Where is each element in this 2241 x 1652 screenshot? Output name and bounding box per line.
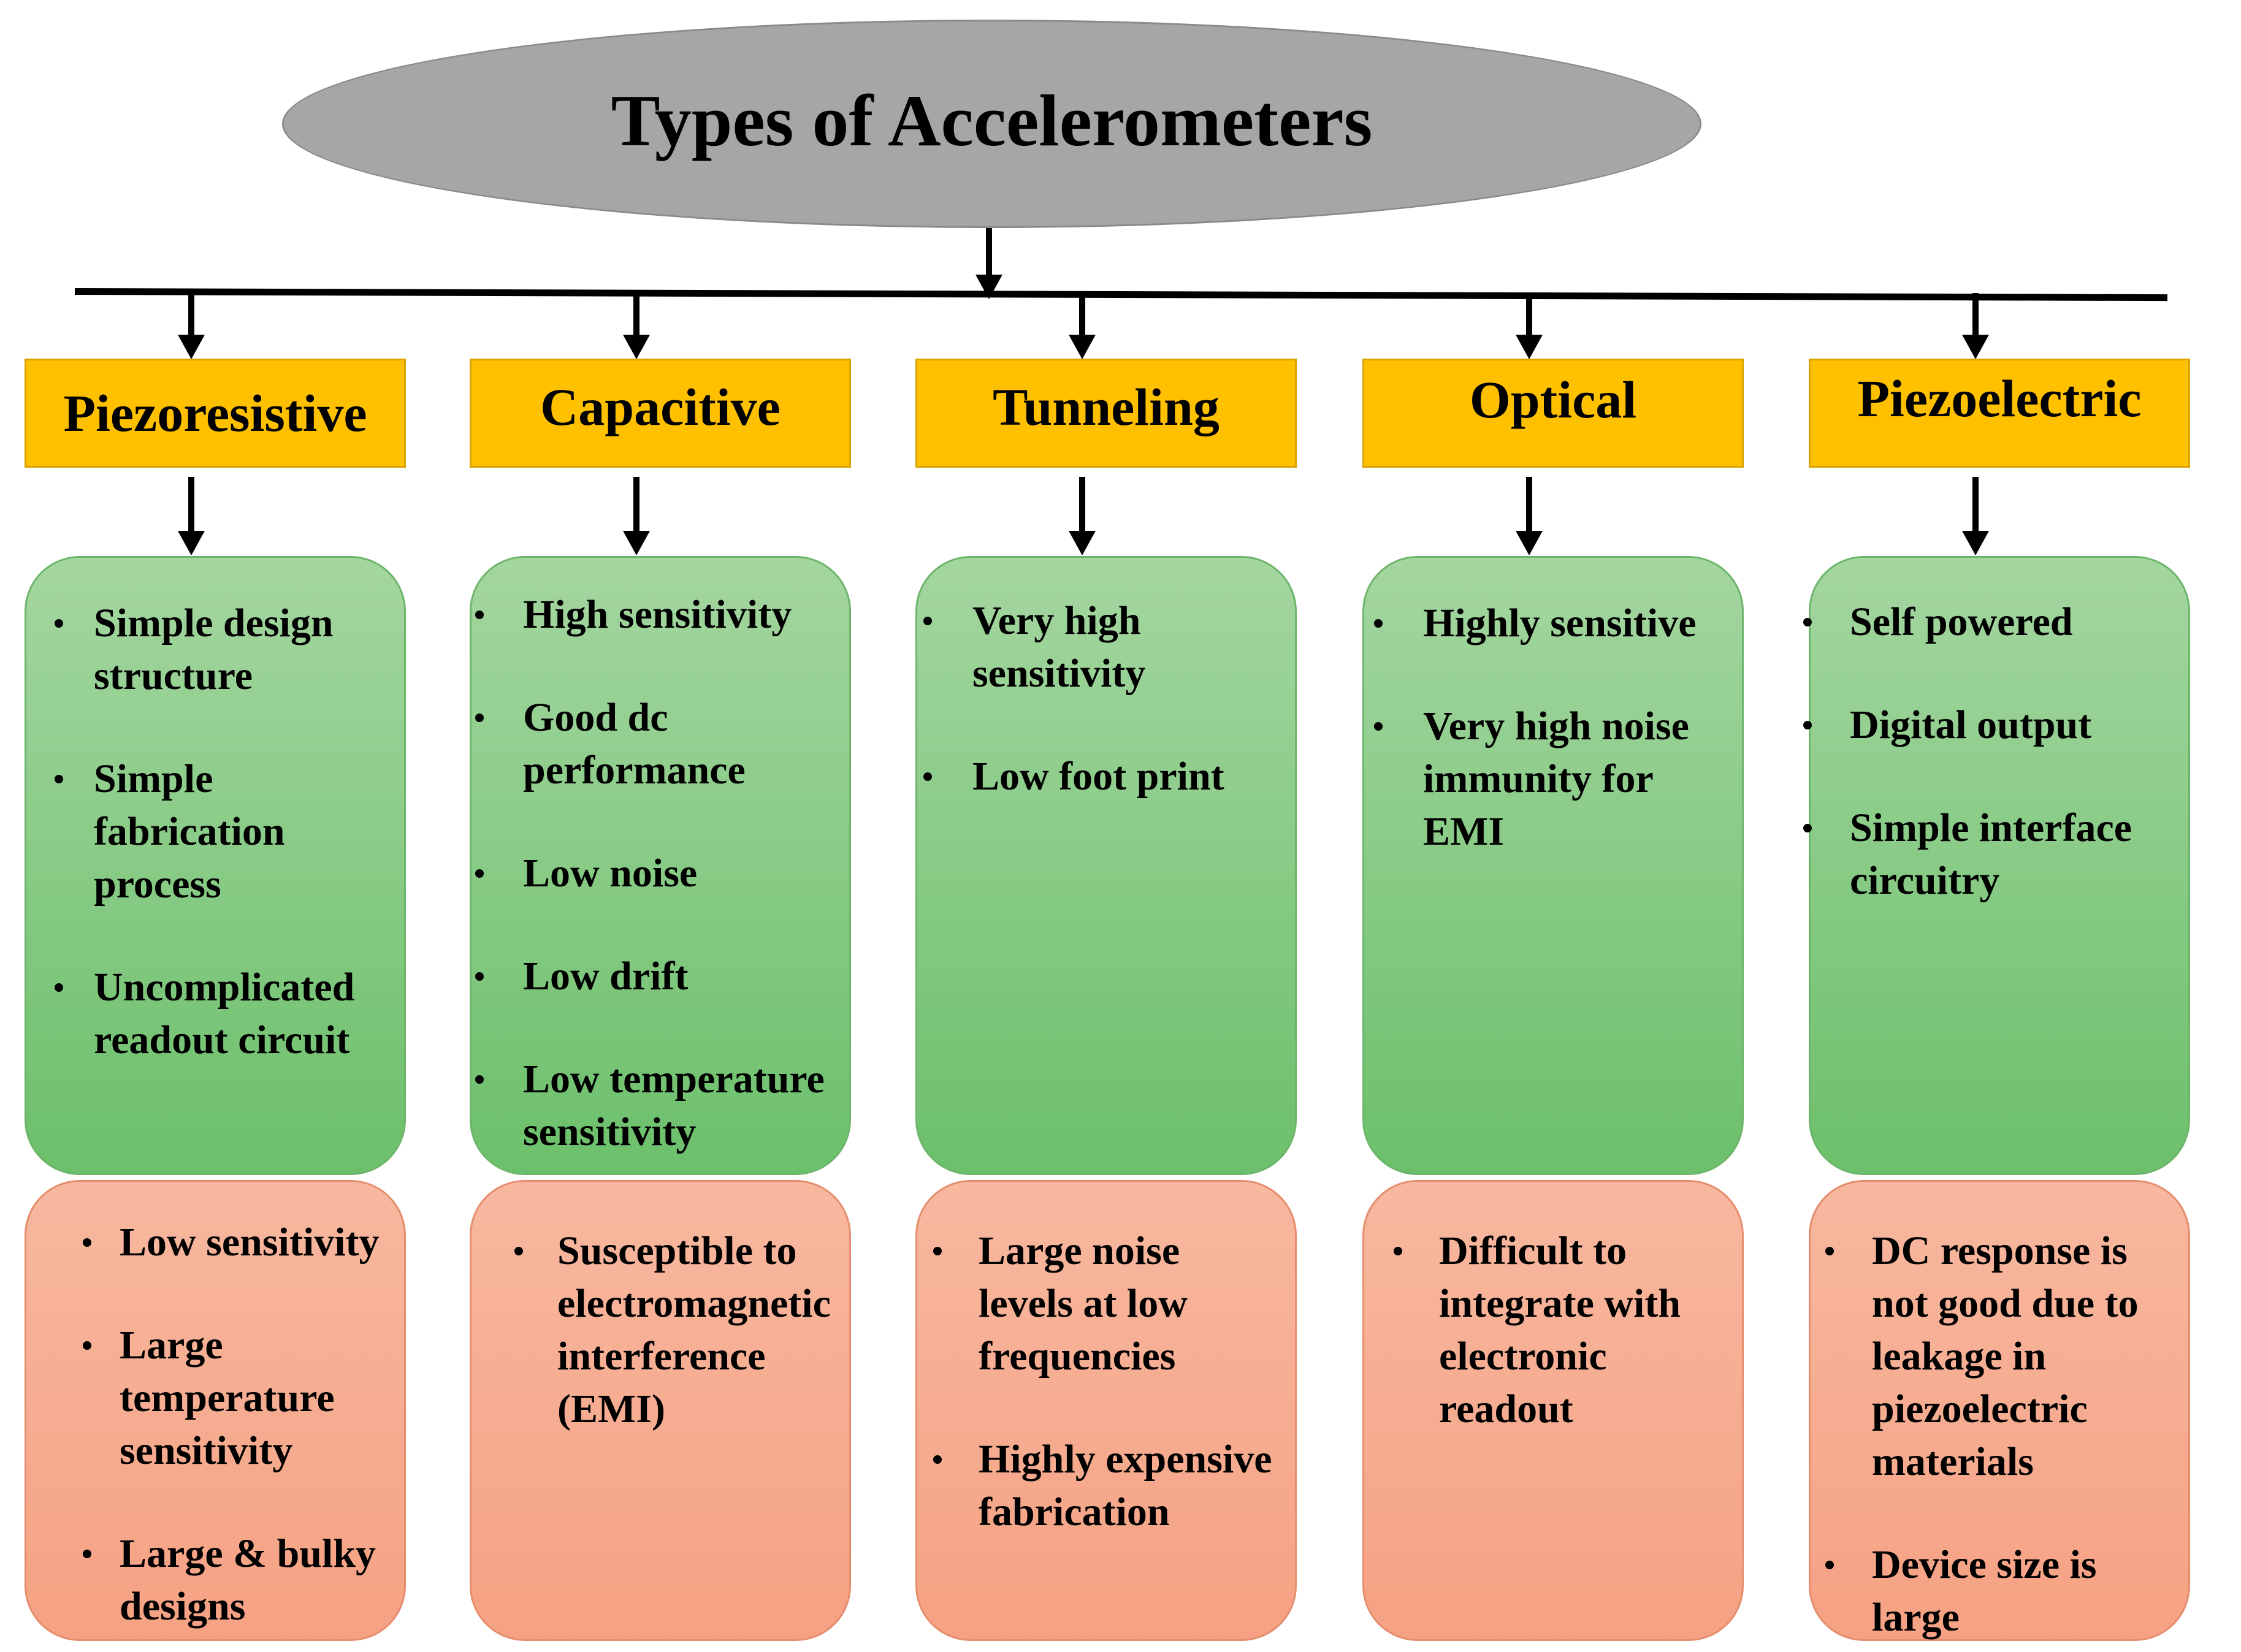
type-box-optical: Optical	[1362, 359, 1744, 468]
detail-arrow-piezoelectric-arrowhead	[1962, 531, 1989, 555]
advantage-item: Very high noise immunity for EMI	[1374, 700, 1730, 858]
disadvantages-list: Difficult to integrate with electronic r…	[1394, 1225, 1730, 1436]
type-label: Tunneling	[993, 378, 1220, 436]
advantage-item: Low drift	[475, 950, 837, 1003]
type-box-tunneling: Tunneling	[915, 359, 1297, 468]
branch-bar	[74, 288, 2168, 302]
advantage-item: Self powered	[1803, 596, 2176, 649]
disadvantage-item: Large & bulky designs	[83, 1528, 392, 1633]
advantage-item: High sensitivity	[475, 588, 837, 641]
detail-arrow-optical-arrowhead	[1516, 531, 1543, 555]
detail-arrow-optical-shaft	[1526, 477, 1532, 532]
advantage-item: Simple fabrication process	[55, 753, 392, 911]
disadvantage-item: Susceptible to electromagnetic interfere…	[514, 1225, 837, 1436]
type-label: Capacitive	[540, 378, 781, 436]
title-stem	[986, 228, 992, 276]
branch-arrow-capacitive-arrowhead	[623, 335, 650, 359]
detail-arrow-piezoresistive-shaft	[188, 477, 194, 532]
disadvantages-card-optical: Difficult to integrate with electronic r…	[1362, 1180, 1744, 1641]
branch-arrow-tunneling-shaft	[1079, 293, 1085, 336]
advantage-item: Simple interface circuitry	[1803, 802, 2176, 907]
disadvantage-item: Low sensitivity	[83, 1216, 392, 1269]
diagram-title: Types of Accelerometers	[611, 80, 1373, 161]
disadvantages-card-capacitive: Susceptible to electromagnetic interfere…	[470, 1180, 851, 1641]
disadvantages-list: Susceptible to electromagnetic interfere…	[514, 1225, 837, 1436]
branch-arrow-piezoresistive-shaft	[188, 293, 194, 336]
disadvantage-item: Large temperature sensitivity	[83, 1319, 392, 1477]
type-label: Piezoelectric	[1857, 369, 2142, 428]
detail-arrow-tunneling-arrowhead	[1069, 531, 1096, 555]
advantage-item: Low temperature sensitivity	[475, 1053, 837, 1159]
detail-arrow-capacitive-arrowhead	[623, 531, 650, 555]
branch-arrow-capacitive-shaft	[633, 293, 639, 336]
title-oval: Types of Accelerometers	[282, 20, 1701, 228]
branch-arrow-tunneling-arrowhead	[1069, 335, 1096, 359]
type-box-capacitive: Capacitive	[470, 359, 851, 468]
type-label: Piezoresistive	[63, 384, 367, 443]
branch-arrow-piezoelectric-arrowhead	[1962, 335, 1989, 359]
advantage-item: Highly sensitive	[1374, 597, 1730, 650]
branch-arrow-piezoelectric-shaft	[1972, 293, 1979, 336]
advantage-item: Good dc performance	[475, 691, 837, 797]
advantage-item: Low noise	[475, 847, 837, 900]
advantage-item: Digital output	[1803, 699, 2176, 752]
detail-arrow-capacitive-shaft	[633, 477, 639, 532]
disadvantage-item: DC response is not good due to leakage i…	[1825, 1225, 2176, 1488]
type-box-piezoelectric: Piezoelectric	[1809, 359, 2190, 468]
branch-arrow-piezoresistive-arrowhead	[178, 335, 205, 359]
type-label: Optical	[1469, 370, 1637, 429]
disadvantage-item: Large noise levels at low frequencies	[933, 1225, 1283, 1383]
disadvantage-item: Difficult to integrate with electronic r…	[1394, 1225, 1730, 1436]
detail-arrow-piezoelectric-shaft	[1972, 477, 1979, 532]
advantage-item: Simple design structure	[55, 597, 392, 702]
disadvantages-card-piezoelectric: DC response is not good due to leakage i…	[1809, 1180, 2190, 1641]
detail-arrow-piezoresistive-arrowhead	[178, 531, 205, 555]
advantage-item: Very high sensitivity	[923, 595, 1283, 700]
detail-arrow-tunneling-shaft	[1079, 477, 1085, 532]
branch-arrow-optical-arrowhead	[1516, 335, 1543, 359]
advantage-item: Low foot print	[923, 750, 1283, 803]
type-box-piezoresistive: Piezoresistive	[25, 359, 406, 468]
branch-arrow-optical-shaft	[1526, 293, 1532, 336]
disadvantage-item: Device size is large	[1825, 1539, 2176, 1644]
disadvantages-list: DC response is not good due to leakage i…	[1825, 1225, 2176, 1644]
disadvantage-item: Highly expensive fabrication	[933, 1433, 1283, 1539]
advantage-item: Uncomplicated readout circuit	[55, 961, 392, 1067]
